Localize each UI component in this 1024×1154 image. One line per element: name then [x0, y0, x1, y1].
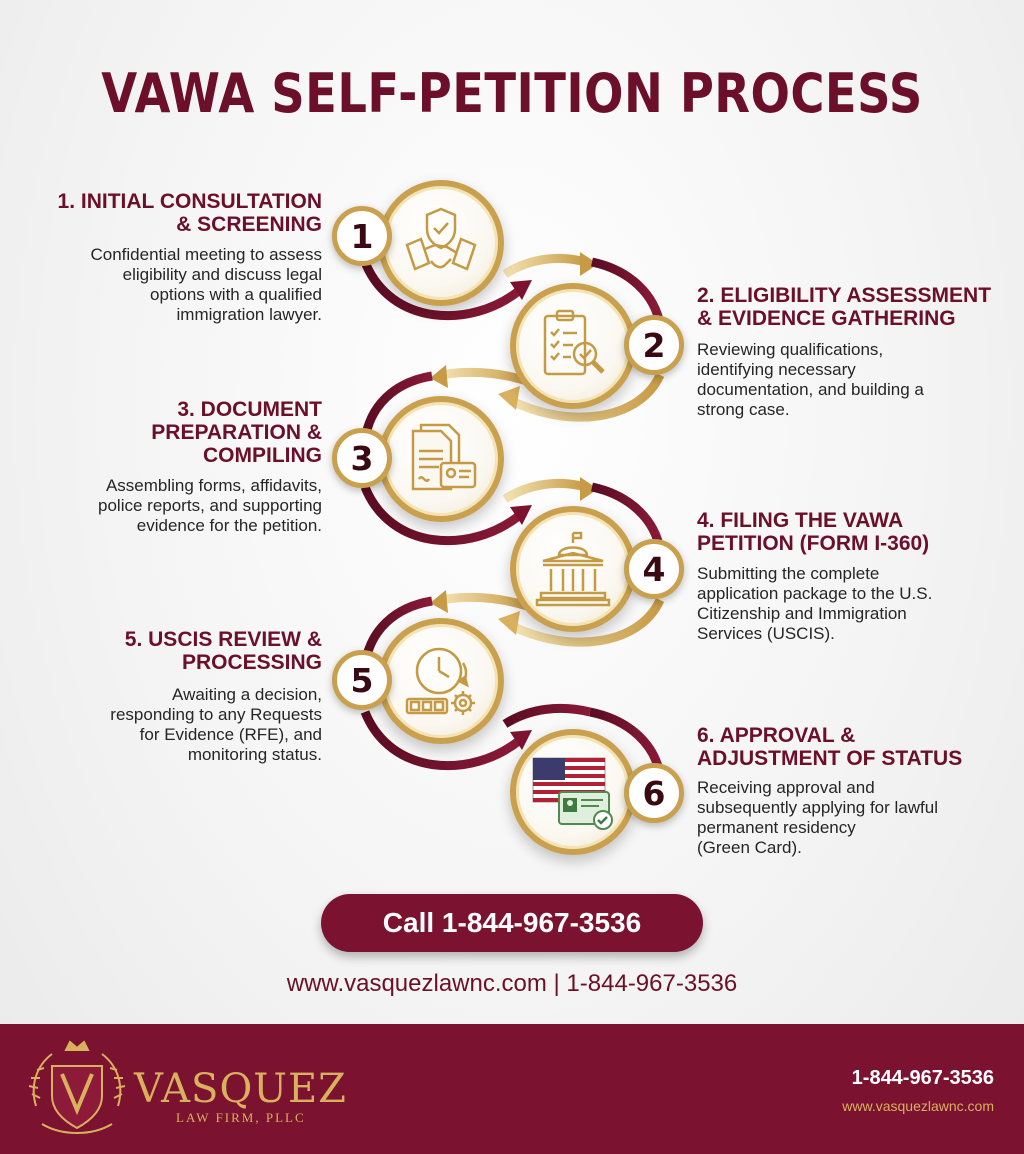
- step-2-heading: 2. ELIGIBILITY ASSESSMENT & EVIDENCE GAT…: [697, 284, 992, 330]
- flow-arrow-2-3-lower: [507, 372, 665, 422]
- flow-arrow-1-2-lower: [360, 260, 523, 321]
- step-5-heading: 5. USCIS REVIEW & PROCESSING: [124, 628, 322, 674]
- step-5-number-badge: 5: [332, 650, 392, 710]
- step-4-number-badge: 4: [624, 539, 684, 599]
- flow-arrow-3-4-upper: [502, 478, 587, 503]
- step-3-number-badge: 3: [332, 428, 392, 488]
- contact-line[interactable]: www.vasquezlawnc.com | 1-844-967-3536: [286, 970, 738, 997]
- call-button[interactable]: Call 1-844-967-3536: [321, 894, 703, 952]
- step-2-number-badge: 2: [624, 315, 684, 375]
- step-3-circle: [378, 396, 504, 522]
- flow-arrow-1-2-upper: [502, 253, 587, 278]
- step-6-circle: [510, 729, 636, 855]
- brand-name: VASQUEZ: [134, 1066, 347, 1112]
- flow-arrow-5-6-lower: [360, 710, 523, 771]
- flow-arrowhead: [510, 730, 532, 750]
- step-1-heading: 1. INITIAL CONSULTATION & SCREENING: [57, 190, 322, 236]
- step-6-description: Receiving approval and subsequently appl…: [697, 778, 938, 857]
- step-4-description: Submitting the complete application pack…: [697, 564, 933, 643]
- flag-green-card-icon: [532, 757, 613, 830]
- flow-arrowhead: [510, 280, 532, 300]
- footer-bar: VASQUEZ LAW FIRM, PLLC 1-844-967-3536 ww…: [0, 1024, 1024, 1154]
- step-4-heading: 4. FILING THE VAWA PETITION (FORM I-360): [697, 509, 930, 555]
- flow-arrowhead: [498, 386, 520, 410]
- clipboard-magnifier-icon: [543, 309, 605, 376]
- step-5-circle: [378, 618, 504, 744]
- step-3-description: Assembling forms, affidavits, police rep…: [98, 476, 322, 535]
- flow-arrowhead: [580, 477, 598, 501]
- brand-subtitle: LAW FIRM, PLLC: [176, 1110, 306, 1125]
- handshake-shield-icon: [405, 207, 477, 271]
- step-2-circle: [510, 283, 636, 409]
- clock-gear-icon: [405, 647, 475, 715]
- government-building-icon: [535, 531, 611, 607]
- flow-arrowhead: [498, 611, 520, 635]
- footer-website[interactable]: www.vasquezlawnc.com: [842, 1098, 994, 1114]
- flow-arrowhead: [510, 505, 532, 525]
- step-1-number-badge: 1: [332, 206, 392, 266]
- step-1-description: Confidential meeting to assess eligibili…: [90, 245, 322, 324]
- law-firm-logo-crest-icon: [28, 1040, 126, 1134]
- flow-arrow-3-4-lower: [360, 485, 523, 546]
- flow-arrowhead: [430, 590, 448, 613]
- step-4-circle: [510, 506, 636, 632]
- page-title: VAWA SELF-PETITION PROCESS: [101, 62, 923, 125]
- flow-arrowhead: [430, 365, 448, 388]
- documents-id-card-icon: [411, 423, 477, 491]
- step-2-description: Reviewing qualifications, identifying ne…: [697, 340, 924, 419]
- process-flow-arrows: [360, 252, 665, 776]
- step-1-circle: [378, 180, 504, 306]
- footer-phone[interactable]: 1-844-967-3536: [851, 1067, 994, 1089]
- step-6-heading: 6. APPROVAL & ADJUSTMENT OF STATUS: [697, 724, 963, 770]
- flow-arrow-5-6-upper: [502, 703, 592, 728]
- step-5-description: Awaiting a decision, responding to any R…: [110, 685, 322, 764]
- step-3-heading: 3. DOCUMENT PREPARATION & COMPILING: [151, 398, 322, 467]
- flow-arrow-4-5-lower: [507, 597, 665, 647]
- flow-arrowhead: [580, 252, 598, 276]
- step-6-number-badge: 6: [624, 763, 684, 823]
